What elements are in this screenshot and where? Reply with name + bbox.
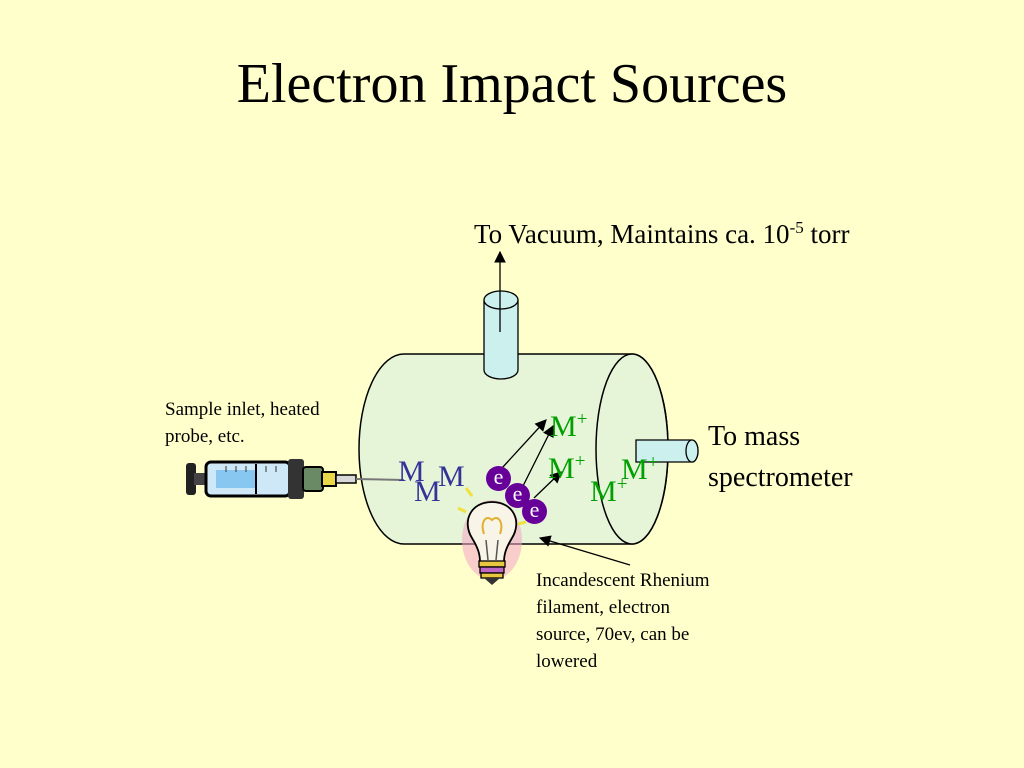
molecule-m: M — [398, 455, 425, 488]
vacuum-port — [483, 290, 519, 380]
ion-path-arrow-1 — [501, 419, 547, 469]
ion-m-plus: M+ — [590, 475, 627, 507]
vacuum-exponent: -5 — [789, 218, 804, 237]
ionization-chamber — [358, 353, 669, 545]
sample-inlet-line-1: Sample inlet, heated — [165, 399, 320, 420]
ion-m-plus: M+ — [550, 410, 587, 442]
filament-line-2: filament, electron — [536, 597, 670, 619]
ion-charge: + — [616, 474, 628, 495]
mass-spectrometer-label: To mass spectrometer — [708, 417, 853, 498]
ion-letter: M — [590, 475, 617, 508]
filament-label: Incandescent Rhenium filament, electron … — [536, 567, 756, 676]
filament-line-1: Incandescent Rhenium — [536, 570, 710, 591]
molecule-m: M — [438, 460, 465, 493]
vacuum-label-text: To Vacuum, Maintains ca. 10 — [474, 219, 790, 249]
filament-line-3: source, 70ev, can be — [536, 624, 690, 646]
filament-arrow — [538, 535, 631, 566]
ion-m-plus: M+ — [548, 452, 585, 484]
vacuum-unit: torr — [803, 219, 850, 249]
light-bulb-icon — [457, 487, 527, 585]
filament-line-4: lowered — [536, 651, 598, 673]
sample-inlet-label: Sample inlet, heated probe, etc. — [165, 397, 320, 450]
molecule-m: M — [414, 475, 441, 508]
ion-letter: M — [621, 453, 648, 486]
ion-path-arrow-3 — [533, 471, 562, 499]
mass-spec-line-1: To mass — [708, 421, 801, 452]
mass-spectrometer-port — [635, 439, 699, 463]
ion-path-arrow-2 — [521, 424, 554, 489]
ion-letter: M — [548, 452, 575, 485]
ion-charge: + — [576, 409, 588, 430]
slide-title: Electron Impact Sources — [236, 53, 788, 115]
sample-inlet-line-2: probe, etc. — [165, 425, 245, 447]
ion-charge: + — [574, 451, 586, 472]
ion-m-plus: M+ — [621, 453, 658, 485]
syringe-icon — [186, 459, 405, 499]
ion-charge: + — [647, 452, 659, 473]
mass-spec-line-2: spectrometer — [708, 461, 853, 493]
vacuum-label: To Vacuum, Maintains ca. 10-5 torr — [474, 218, 849, 250]
ion-letter: M — [550, 410, 577, 443]
electron: e — [522, 499, 547, 524]
